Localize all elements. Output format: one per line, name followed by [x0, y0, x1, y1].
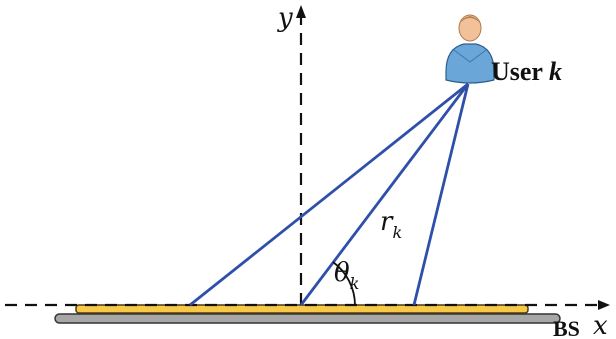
x-axis-label: x — [593, 311, 608, 339]
ray-right — [412, 83, 470, 306]
angle-arc — [332, 261, 356, 306]
y-axis-label: y — [277, 3, 293, 33]
bs-label: BS — [553, 316, 580, 339]
user-person-icon — [445, 14, 495, 84]
range-label: rk — [380, 207, 402, 242]
ray-center — [299, 83, 470, 306]
x-axis-arrow — [598, 300, 610, 310]
ray-left — [189, 82, 469, 307]
y-axis-arrow — [296, 5, 306, 18]
bs-base-plate — [54, 313, 561, 324]
angle-label: θk — [334, 258, 359, 293]
antenna-array — [75, 304, 529, 314]
